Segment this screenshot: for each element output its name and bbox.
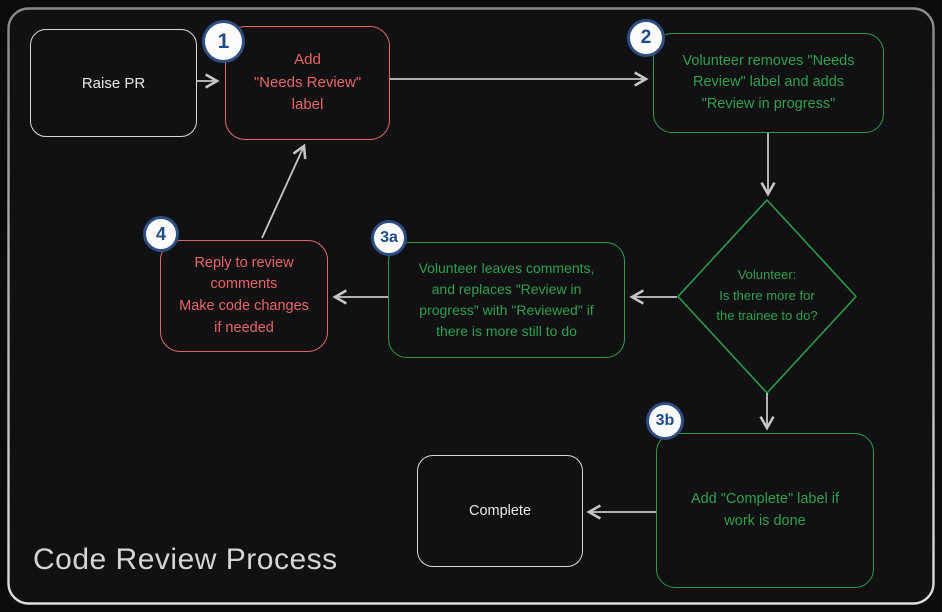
step-badge-3a: 3a xyxy=(371,220,407,256)
step-badge-1: 1 xyxy=(202,20,245,63)
node-raise-pr: Raise PR xyxy=(30,29,197,137)
node-reply-to-review-comments: Reply to review comments Make code chang… xyxy=(160,240,328,352)
arrow-step4-to-step1 xyxy=(261,143,307,239)
node-complete: Complete xyxy=(417,455,583,567)
node-volunteer-leaves-comments: Volunteer leaves comments, and replaces … xyxy=(388,242,625,358)
decision-diamond-label: Volunteer: Is there more for the trainee… xyxy=(716,267,818,324)
node-add-needs-review-label: Add "Needs Review" label xyxy=(225,26,390,140)
step-badge-2: 2 xyxy=(627,19,665,57)
step-badge-3b: 3b xyxy=(646,402,684,440)
node-volunteer-removes-label: Volunteer removes "Needs Review" label a… xyxy=(653,33,884,133)
node-add-complete-label: Add "Complete" label if work is done xyxy=(656,433,874,588)
step-badge-4: 4 xyxy=(143,216,179,252)
diagram-title: Code Review Process xyxy=(33,543,338,576)
